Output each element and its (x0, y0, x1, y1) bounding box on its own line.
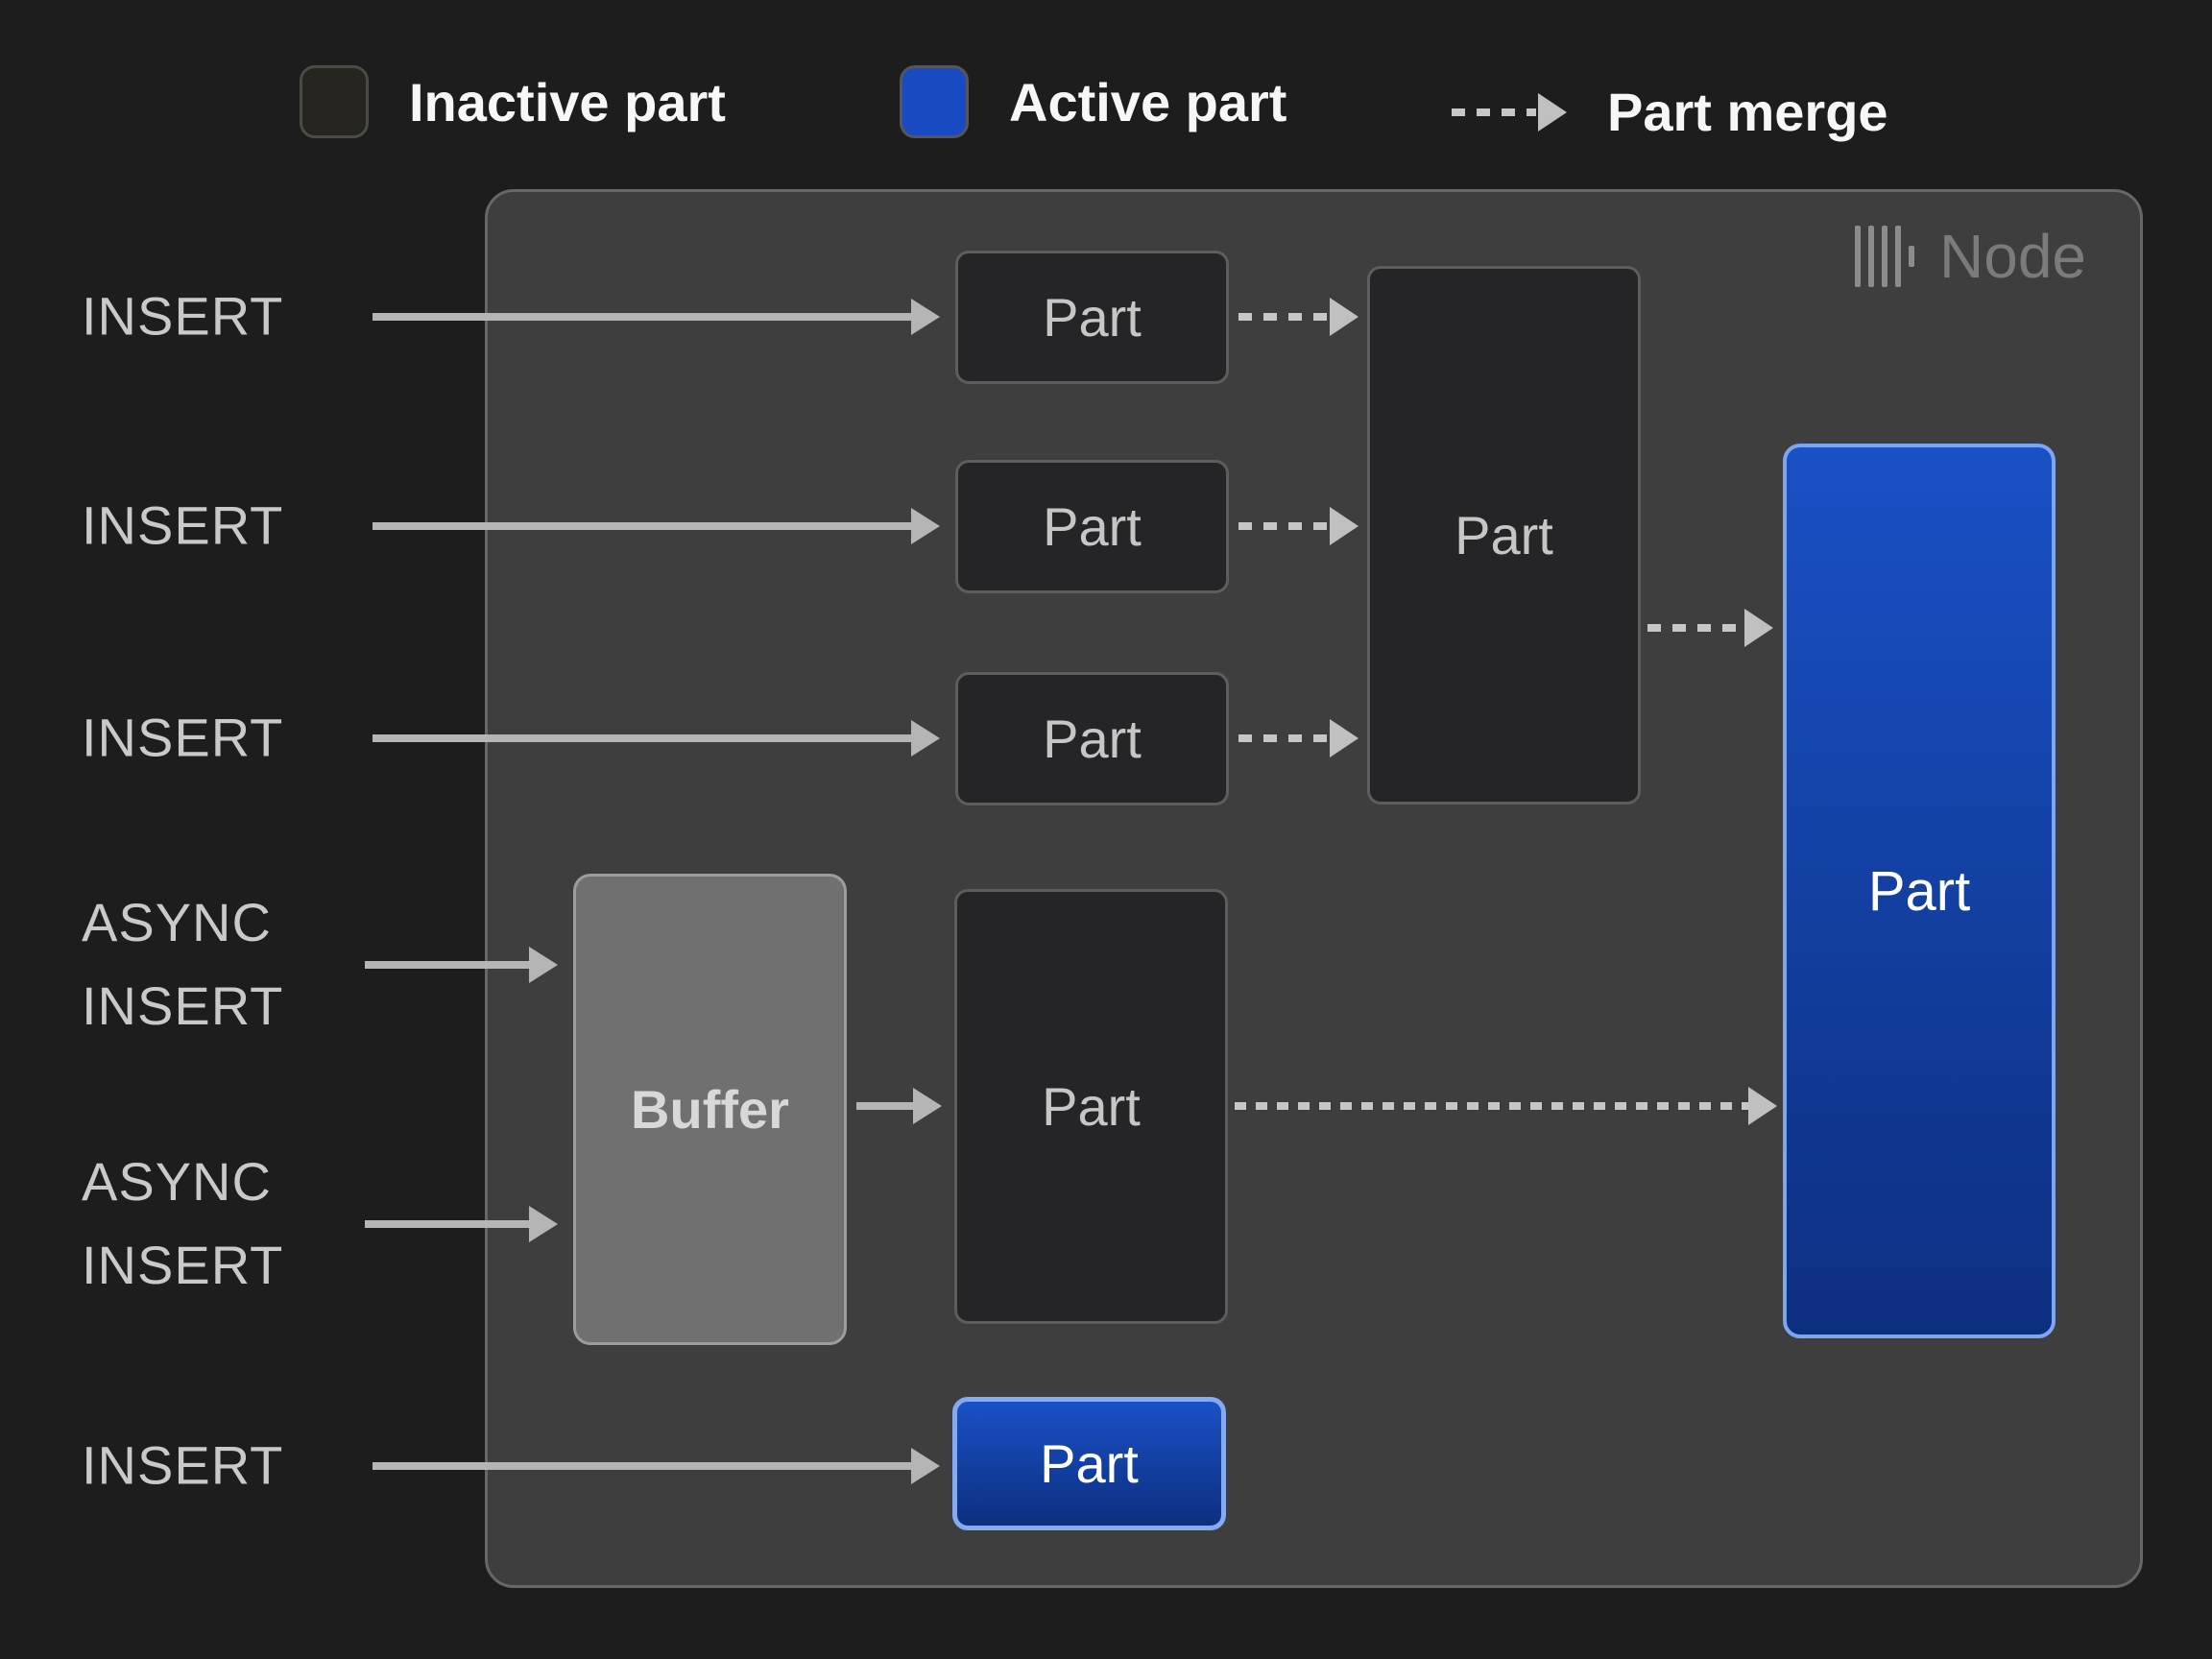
inactive-part-swatch (300, 65, 369, 138)
merge-arrow-part3 (1238, 719, 1358, 757)
part-box-from-buffer: Part (954, 889, 1228, 1324)
legend-active-part: Active part (900, 65, 1286, 138)
node-title-label: Node (1939, 222, 2086, 291)
legend-inactive-part: Inactive part (300, 65, 726, 138)
part-box-3: Part (955, 672, 1229, 805)
part-merge-arrowhead-icon (1538, 92, 1567, 132)
merge-arrow-to-active (1647, 609, 1773, 647)
node-title: Node (1855, 221, 2086, 292)
async-insert-1-line2: INSERT (82, 975, 284, 1036)
insert-arrow-1 (373, 299, 940, 335)
part-box-active-new: Part (952, 1397, 1226, 1530)
async-insert-2-line1: ASYNC (82, 1151, 272, 1213)
insert-label-3: INSERT (82, 707, 284, 768)
buffer-box: Buffer (573, 874, 847, 1345)
insert-arrow-2 (373, 508, 940, 544)
buffer-to-part-arrow (856, 1088, 942, 1124)
legend-part-merge: Part merge (1452, 81, 1888, 143)
insert-arrow-4 (373, 1448, 940, 1484)
insert-label-2: INSERT (82, 494, 284, 556)
legend-active-label: Active part (1009, 71, 1287, 132)
async-insert-1-line1: ASYNC (82, 892, 272, 953)
part-box-1: Part (955, 251, 1229, 384)
part-box-2: Part (955, 460, 1229, 593)
async-insert-arrow-1 (365, 947, 558, 983)
merge-arrow-part2 (1238, 507, 1358, 545)
part-merge-dashed-line-icon (1452, 108, 1536, 116)
legend-inactive-label: Inactive part (409, 71, 726, 132)
async-insert-arrow-2 (365, 1206, 558, 1242)
merge-arrow-part1 (1238, 298, 1358, 336)
clickhouse-logo-icon (1855, 225, 1914, 288)
active-part-swatch (900, 65, 969, 138)
insert-label-4: INSERT (82, 1434, 284, 1496)
insert-arrow-3 (373, 720, 940, 757)
legend-merge-label: Part merge (1607, 82, 1888, 142)
async-insert-label-2: ASYNC INSERT (82, 1141, 283, 1308)
merge-arrow-buffer-part-to-active (1235, 1087, 1777, 1125)
part-box-active-main: Part (1783, 444, 2056, 1338)
part-box-merged: Part (1367, 266, 1641, 805)
async-insert-2-line2: INSERT (82, 1235, 284, 1295)
async-insert-label-1: ASYNC INSERT (82, 881, 283, 1048)
insert-label-1: INSERT (82, 285, 284, 347)
